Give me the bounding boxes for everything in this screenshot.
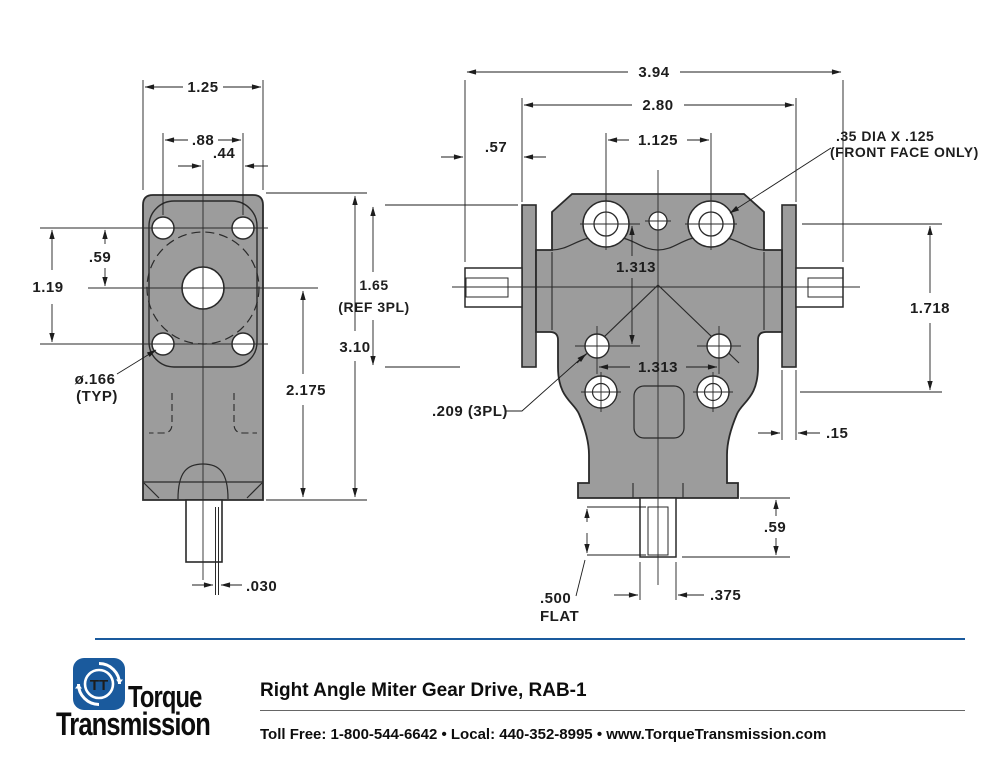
contact-info: Toll Free: 1-800-544-6642 • Local: 440-3…: [260, 726, 827, 743]
drawing-canvas: 1.25 .88 .44 .59 1.19 ø.166 (TYP) 3.10 2…: [32, 64, 978, 625]
dim-bolt-vertical: 1.313: [616, 259, 656, 276]
product-title: Right Angle Miter Gear Drive, RAB-1: [260, 680, 587, 701]
left-view-dimensions: [49, 80, 367, 588]
note-cbore-2: (FRONT FACE ONLY): [830, 144, 979, 160]
dim-right-width: 3.94: [638, 64, 669, 81]
dim-right-flange-span: 2.80: [642, 97, 673, 114]
note-left-hole-dia-1: ø.166: [75, 371, 116, 388]
left-view-geometry: [40, 160, 318, 595]
left-view-labels: 1.25 .88 .44 .59 1.19 ø.166 (TYP) 3.10 2…: [32, 79, 370, 595]
dim-left-hole-span: .88: [192, 132, 214, 149]
dim-body-height: 1.718: [910, 300, 950, 317]
right-view-dimensions: [370, 69, 942, 600]
dim-shaft-dia: .375: [710, 587, 741, 604]
right-view: 3.94 2.80 1.125 .57 .35 DIA X .125 (FRON…: [338, 64, 978, 625]
note-small-hole: .209 (3PL): [432, 403, 508, 420]
logo-monogram: TT: [90, 677, 108, 694]
left-view: 1.25 .88 .44 .59 1.19 ø.166 (TYP) 3.10 2…: [32, 79, 370, 595]
dim-left-hole-half: .59: [89, 249, 111, 266]
dim-left-lower-height: 2.175: [286, 382, 326, 399]
dim-bolt-horizontal: 1.313: [638, 359, 678, 376]
company-logo-icon: TT: [73, 658, 125, 710]
dim-flat-2: FLAT: [540, 608, 579, 625]
dim-right-side: .57: [485, 139, 507, 156]
dim-left-height: 3.10: [339, 339, 370, 356]
dim-right-top-holes: 1.125: [638, 132, 678, 149]
note-cbore-1: .35 DIA X .125: [836, 128, 934, 144]
dim-left-center-offset: .44: [213, 145, 236, 162]
dim-shaft-length: .59: [764, 519, 786, 536]
dim-left-hole-vspan: 1.19: [32, 279, 63, 296]
right-view-geometry: [452, 170, 860, 585]
note-left-hole-dia-2: (TYP): [76, 388, 118, 405]
dim-flat-1: .500: [540, 590, 571, 607]
brand-name-line1: Torque: [128, 680, 202, 714]
dim-flange-thickness: .15: [826, 425, 848, 442]
right-view-labels: 3.94 2.80 1.125 .57 .35 DIA X .125 (FRON…: [338, 64, 978, 625]
footer-divider: [95, 638, 965, 640]
title-divider: [260, 710, 965, 711]
dim-ref-2: (REF 3PL): [338, 299, 409, 315]
brand-name-line2: Transmission: [56, 707, 211, 743]
dim-left-shaft-flat: .030: [246, 578, 277, 595]
dim-ref-1: 1.65: [359, 277, 388, 293]
dim-left-width: 1.25: [187, 79, 218, 96]
